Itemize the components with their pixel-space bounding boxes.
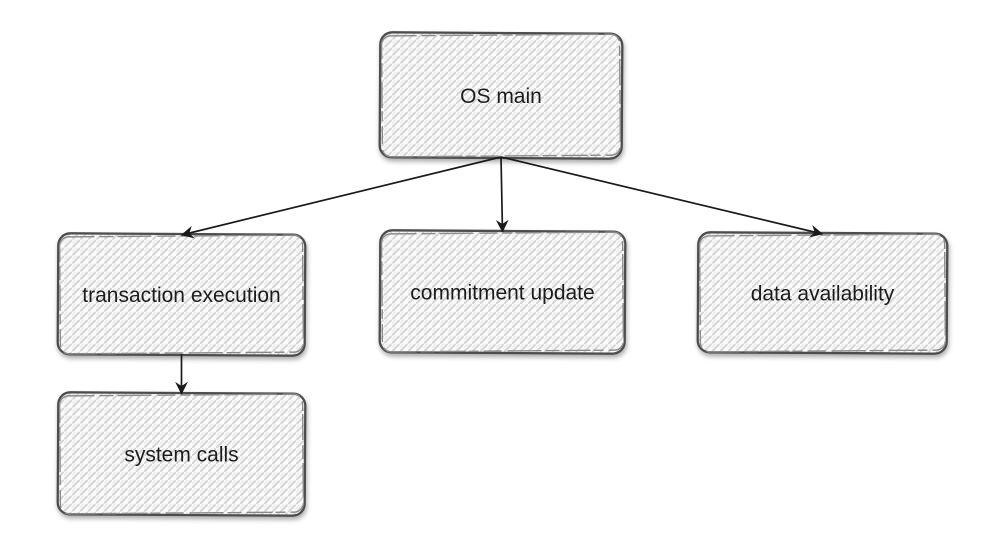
diagram-node-transaction-execution: transaction execution	[56, 232, 307, 357]
diagram-node-data-availability: data availability	[696, 231, 949, 355]
diagram-node-system-calls: system calls	[56, 391, 307, 517]
node-box-os-main	[378, 31, 624, 160]
diagram-node-os-main: OS main	[378, 31, 624, 160]
edge-layer	[175, 156, 824, 395]
node-layer: OS main transaction execution commitment u…	[56, 31, 949, 517]
node-label-transaction-execution: transaction execution	[82, 284, 280, 307]
node-box-system-calls	[56, 391, 307, 517]
node-label-data-availability: data availability	[751, 283, 895, 306]
node-box-data-availability	[696, 231, 949, 355]
diagram-node-commitment-update: commitment update	[378, 229, 627, 355]
node-box-commitment-update	[378, 229, 627, 355]
node-label-system-calls: system calls	[124, 444, 238, 467]
edge-os-main-to-transaction-execution	[180, 156, 502, 239]
node-label-commitment-update: commitment update	[410, 282, 594, 305]
edge-os-main-to-data-availability	[500, 156, 824, 238]
node-label-os-main: OS main	[460, 85, 542, 108]
edge-os-main-to-commitment-update	[495, 156, 509, 233]
